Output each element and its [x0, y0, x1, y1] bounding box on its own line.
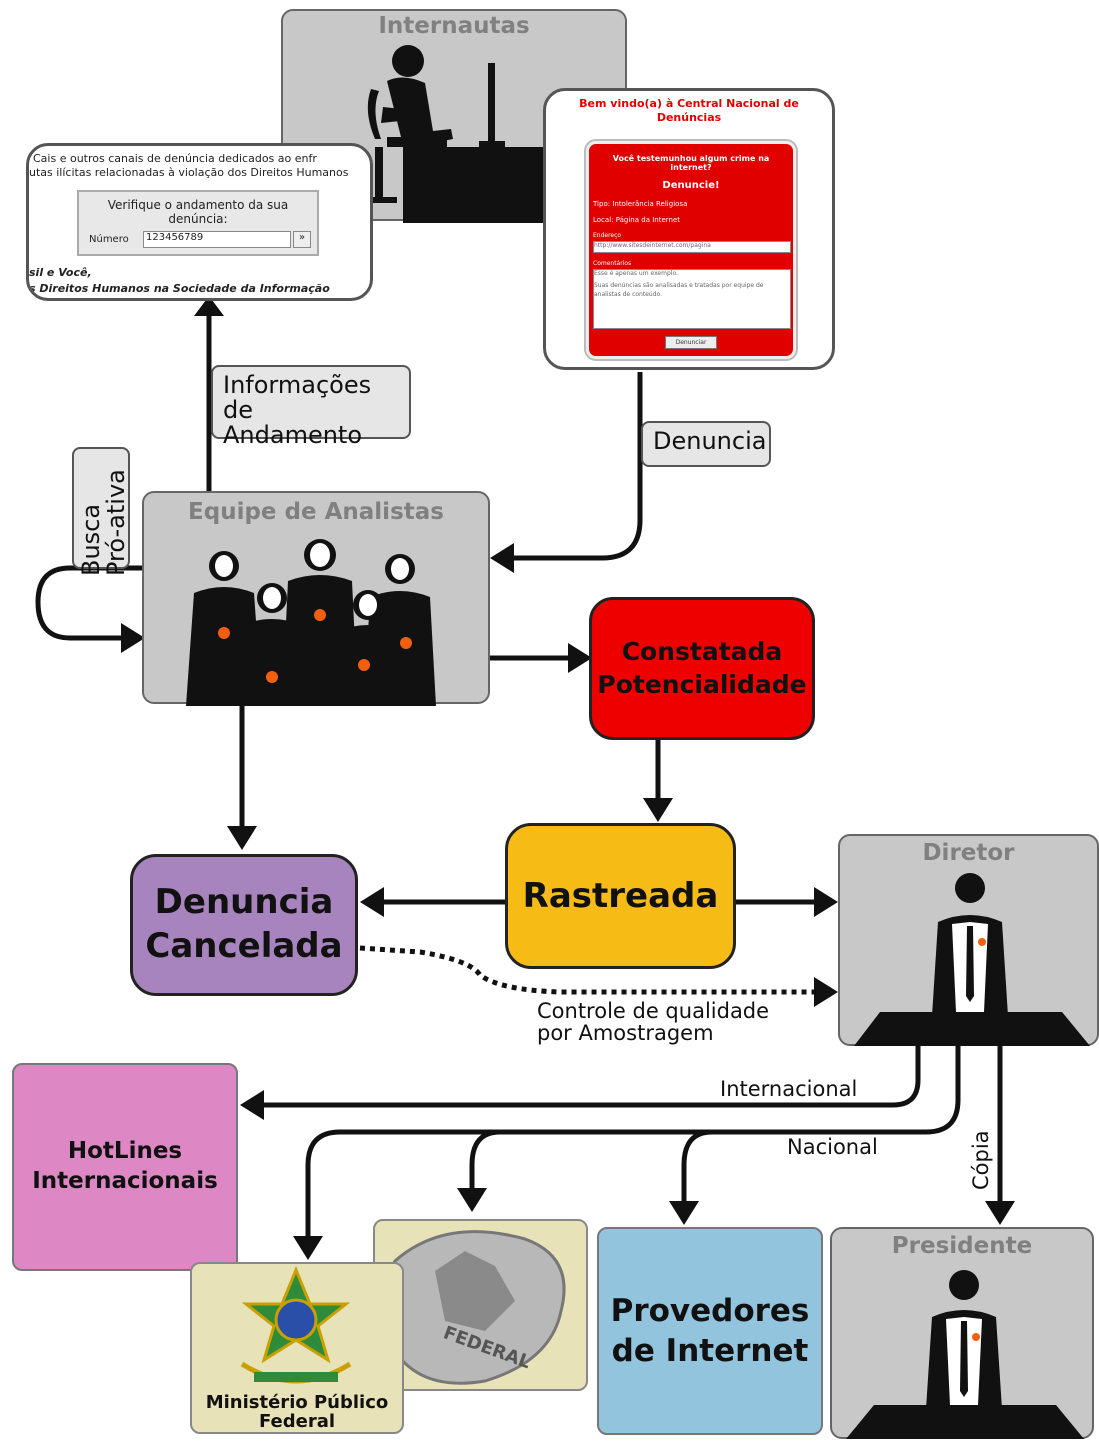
- status-check-title: Verifique o andamento da sua denúncia:: [107, 198, 289, 227]
- person-at-computer-icon: [361, 45, 563, 223]
- equipe-analistas-title: Equipe de Analistas: [188, 499, 444, 525]
- comentarios-textarea[interactable]: Esse é apenas um exemplo. Suas denúncias…: [593, 269, 791, 329]
- form-page-screenshot: Bem vindo(a) à Central Nacional de Denún…: [543, 88, 835, 370]
- presidente-title: Presidente: [891, 1233, 1033, 1259]
- arrow-controle-qualidade: [359, 945, 815, 995]
- police-badge-icon: FEDERAL: [380, 1230, 566, 1385]
- analysts-group-icon: [186, 539, 436, 706]
- form-local: Local: Página da Internet: [593, 216, 681, 224]
- comentario-line-1: Esse é apenas um exemplo.: [594, 270, 678, 277]
- busca-proativa-label: Busca Pró-ativa: [72, 447, 130, 576]
- comentario-line-2: Suas denúncias são analisadas e tratadas…: [594, 282, 764, 298]
- busca-proativa-text: Busca Pró-ativa: [77, 469, 131, 576]
- numero-label: Número: [89, 234, 129, 245]
- status-text-line-1: Cais e outros canais de denúncia dedicad…: [33, 152, 317, 165]
- presidente-box: Presidente: [830, 1227, 1094, 1439]
- form-page-title: Bem vindo(a) à Central Nacional de Denún…: [579, 97, 799, 124]
- rastreada-box: Rastreada: [505, 823, 736, 969]
- ministerio-publico-box: Ministério Público Federal: [190, 1262, 404, 1434]
- form-denuncie: Denuncie!: [662, 180, 720, 191]
- denuncia-cancelada-box: Denuncia Cancelada: [130, 854, 358, 996]
- form-question: Você testemunhou algum crime na internet…: [612, 154, 770, 172]
- hotlines-internacionais-box: HotLines Internacionais: [12, 1063, 238, 1271]
- hotlines-text: HotLines Internacionais: [32, 1138, 218, 1194]
- director-icon: [854, 873, 1090, 1046]
- arrow-internacional: [260, 1045, 921, 1108]
- status-footer-1: sil e Você,: [29, 266, 92, 279]
- copia-label: Cópia: [969, 1130, 993, 1190]
- form-tipo: Tipo: Intolerância Religiosa: [593, 200, 688, 208]
- denuncia-label: Denuncia: [641, 421, 771, 467]
- informacoes-andamento-label: Informações de Andamento: [211, 365, 411, 448]
- rastreada-text: Rastreada: [522, 876, 719, 916]
- nacional-label: Nacional: [787, 1135, 878, 1159]
- cancelada-text: Denuncia Cancelada: [145, 882, 343, 966]
- president-icon: [846, 1270, 1084, 1439]
- status-page-screenshot: Cais e outros canais de denúncia dedicad…: [26, 143, 373, 301]
- provedores-text: Provedores de Internet: [610, 1292, 810, 1369]
- internacional-label: Internacional: [720, 1077, 858, 1101]
- denuncia-form: Você testemunhou algum crime na internet…: [586, 141, 796, 359]
- status-text-line-2: utas ilícitas relacionadas à violação do…: [29, 166, 349, 179]
- constatada-text: Constatada Potencialidade: [597, 637, 807, 699]
- status-check-panel: Verifique o andamento da sua denúncia: N…: [77, 190, 319, 256]
- status-footer-2: s Direitos Humanos na Sociedade da Infor…: [29, 282, 330, 295]
- endereco-label: Endereço: [593, 232, 622, 239]
- coat-of-arms-icon: [240, 1266, 352, 1384]
- controle-qualidade-label: Controle de qualidade por Amostragem: [537, 999, 770, 1046]
- internautas-title: Internautas: [378, 13, 530, 39]
- equipe-analistas-box: Equipe de Analistas: [142, 491, 490, 706]
- denunciar-button[interactable]: Denunciar: [665, 336, 717, 349]
- diretor-title: Diretor: [922, 840, 1015, 866]
- numero-submit-button[interactable]: »: [293, 231, 311, 248]
- arrow-nacional: [305, 1045, 961, 1240]
- comentarios-label: Comentários: [593, 260, 632, 267]
- endereco-input[interactable]: http://www.sitesdeinternet.com/pagina: [593, 241, 791, 253]
- arrow-denuncia: [510, 372, 643, 561]
- constatada-potencialidade-box: Constatada Potencialidade: [589, 597, 815, 740]
- policia-federal-box: FEDERAL: [373, 1219, 588, 1391]
- provedores-internet-box: Provedores de Internet: [597, 1227, 823, 1435]
- arrow-busca-loop: [35, 565, 142, 641]
- numero-input[interactable]: 123456789: [143, 231, 291, 248]
- diretor-box: Diretor: [838, 834, 1099, 1046]
- ministerio-publico-text: Ministério Público Federal: [205, 1392, 389, 1432]
